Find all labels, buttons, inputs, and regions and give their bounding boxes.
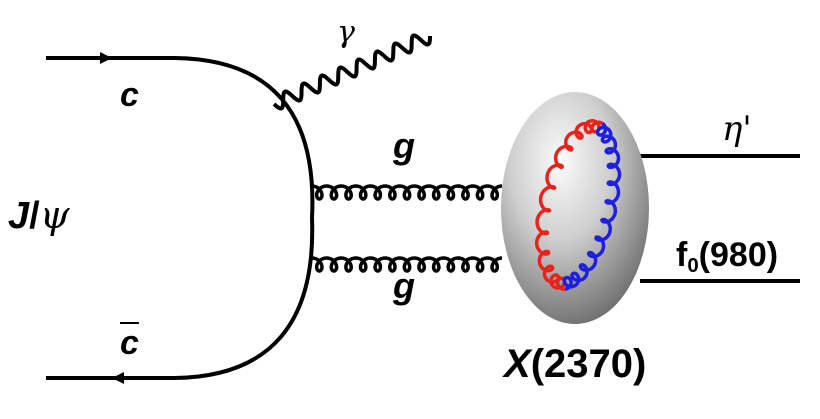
charm-label: c	[120, 76, 139, 114]
photon-line	[272, 33, 432, 111]
f0-label: f0(980)	[676, 238, 778, 276]
photon-label: γ	[337, 15, 355, 50]
gluon-lower-line	[311, 256, 503, 273]
gluon-upper-line	[311, 184, 503, 201]
f0-main: f	[676, 236, 688, 274]
jpsi-j: J	[8, 195, 30, 237]
charm-quark-line	[46, 56, 315, 380]
f0-subscript: 0	[687, 255, 699, 277]
f0-mass: (980)	[698, 236, 779, 274]
anticharm-label: c	[120, 324, 139, 362]
charm-arrow-icon	[100, 52, 112, 64]
gluon-loop-red	[534, 118, 604, 291]
gluon-upper-label: g	[393, 125, 415, 166]
resonance-blob	[501, 92, 649, 324]
resonance-x: X	[504, 342, 531, 386]
resonance-label: X(2370)	[504, 344, 646, 384]
gluon-loop-blue	[562, 122, 622, 291]
jpsi-label: J/ψ	[8, 196, 70, 235]
anticharm-arrow-icon	[112, 372, 124, 384]
resonance-mass: (2370)	[530, 342, 647, 386]
jpsi-psi: ψ	[39, 193, 70, 237]
jpsi-slash: /	[29, 195, 40, 237]
eta-prime-label: η'	[722, 109, 752, 149]
gluon-lower-label: g	[393, 265, 415, 306]
